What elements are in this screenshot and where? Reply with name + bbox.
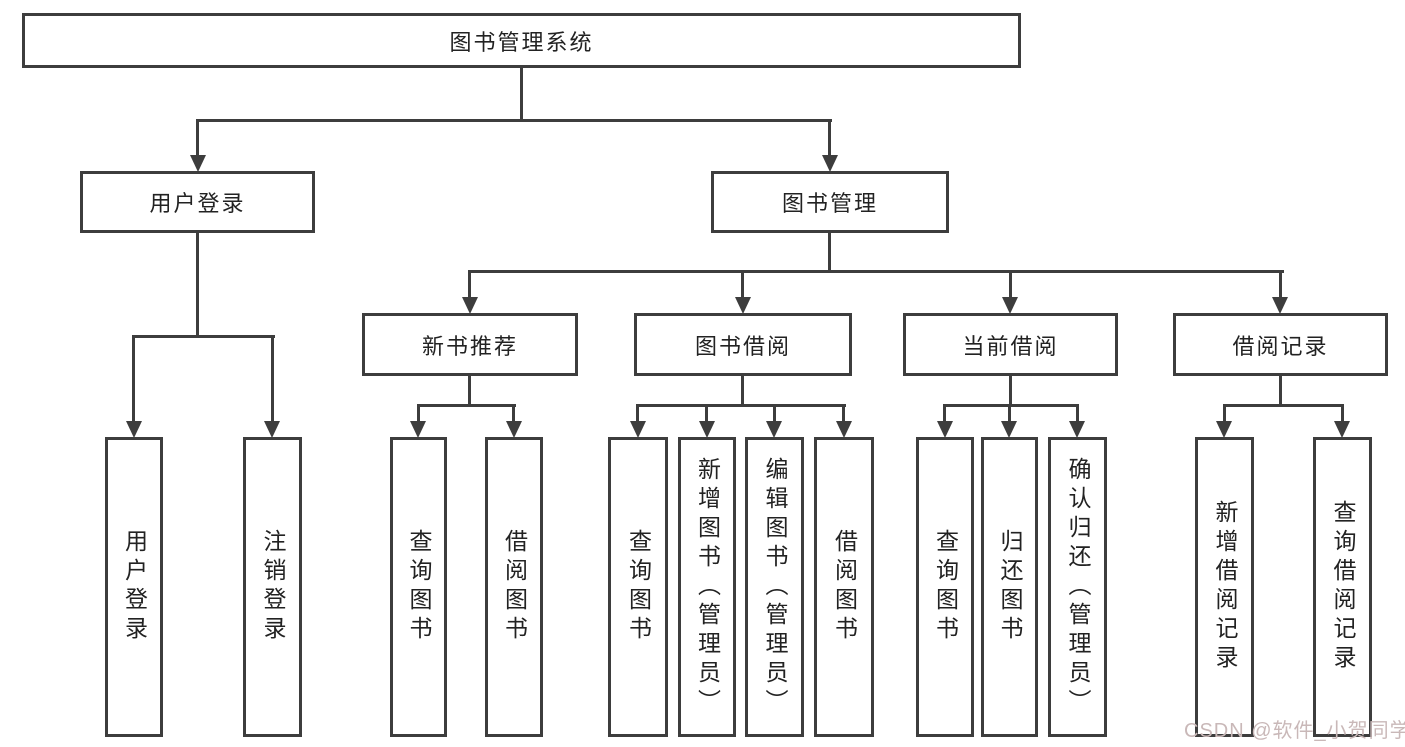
connector-vline: [196, 119, 199, 158]
connector-vline: [271, 335, 274, 422]
leaf-query-books-borrow: 查询图书: [608, 437, 668, 737]
csdn-watermark: CSDN @软件_小贺同学: [1184, 720, 1405, 742]
node-root-label: 图书管理系统: [449, 29, 594, 55]
connector-vline: [705, 404, 708, 422]
connector-hline: [943, 404, 1079, 407]
arrowhead-down-icon: [126, 421, 142, 438]
connector-vline: [417, 404, 420, 422]
connector-vline: [520, 68, 523, 122]
leaf-add-borrow-record-label: 新增借阅记录: [1212, 500, 1238, 674]
connector-vline: [1279, 375, 1282, 407]
leaf-borrow-books-label: 借阅图书: [831, 529, 858, 645]
node-book-management: 图书管理: [711, 171, 949, 233]
connector-vline: [828, 233, 831, 273]
connector-hline: [469, 270, 1284, 273]
node-borrow-record-label: 借阅记录: [1232, 333, 1329, 359]
node-borrow-record: 借阅记录: [1173, 313, 1388, 376]
arrowhead-down-icon: [766, 421, 782, 438]
connector-vline: [132, 335, 135, 422]
leaf-query-books-borrow-label: 查询图书: [625, 529, 652, 645]
arrowhead-down-icon: [1002, 297, 1018, 314]
connector-hline: [132, 335, 275, 338]
node-current-borrow: 当前借阅: [903, 313, 1118, 376]
leaf-return-books: 归还图书: [981, 437, 1038, 737]
connector-vline: [468, 375, 471, 407]
node-current-borrow-label: 当前借阅: [962, 333, 1059, 359]
node-book-borrow-label: 图书借阅: [694, 333, 791, 359]
connector-hline: [636, 404, 846, 407]
arrowhead-down-icon: [822, 155, 838, 172]
arrowhead-down-icon: [630, 421, 646, 438]
leaf-borrow-books-recommend-label: 借阅图书: [501, 529, 528, 645]
arrowhead-down-icon: [1216, 421, 1232, 438]
leaf-edit-books-admin-label: 编辑图书（管理员）: [762, 456, 788, 718]
connector-vline: [512, 404, 515, 422]
leaf-logout-label: 注销登录: [260, 529, 286, 645]
connector-hline: [196, 119, 832, 122]
leaf-add-books-admin-label: 新增图书（管理员）: [694, 456, 721, 718]
arrowhead-down-icon: [462, 297, 478, 314]
leaf-user-login: 用户登录: [105, 437, 163, 737]
leaf-confirm-return-admin-label: 确认归还（管理员）: [1065, 456, 1091, 718]
arrowhead-down-icon: [1001, 421, 1017, 438]
leaf-query-books-recommend-label: 查询图书: [406, 529, 432, 645]
leaf-user-login-label: 用户登录: [121, 529, 148, 645]
node-book-borrow: 图书借阅: [634, 313, 852, 376]
connector-vline: [196, 233, 199, 338]
node-root: 图书管理系统: [22, 13, 1021, 68]
leaf-add-borrow-record: 新增借阅记录: [1195, 437, 1254, 737]
arrowhead-down-icon: [506, 421, 522, 438]
arrowhead-down-icon: [410, 421, 426, 438]
arrowhead-down-icon: [1334, 421, 1350, 438]
connector-hline: [1223, 404, 1344, 407]
leaf-borrow-books: 借阅图书: [814, 437, 874, 737]
arrowhead-down-icon: [190, 155, 206, 172]
connector-vline: [468, 270, 471, 298]
connector-vline: [1009, 375, 1012, 407]
leaf-add-books-admin: 新增图书（管理员）: [678, 437, 736, 737]
connector-vline: [741, 375, 744, 407]
arrowhead-down-icon: [937, 421, 953, 438]
leaf-query-books-current-label: 查询图书: [932, 529, 959, 645]
leaf-query-borrow-record: 查询借阅记录: [1313, 437, 1372, 737]
node-user-login: 用户登录: [80, 171, 315, 233]
leaf-query-borrow-record-label: 查询借阅记录: [1330, 500, 1356, 674]
connector-vline: [943, 404, 946, 422]
connector-vline: [1076, 404, 1079, 422]
connector-vline: [1009, 270, 1012, 298]
connector-vline: [1279, 270, 1282, 298]
leaf-query-books-current: 查询图书: [916, 437, 974, 737]
connector-vline: [828, 119, 831, 158]
arrowhead-down-icon: [735, 297, 751, 314]
arrowhead-down-icon: [1272, 297, 1288, 314]
arrowhead-down-icon: [836, 421, 852, 438]
arrowhead-down-icon: [699, 421, 715, 438]
leaf-query-books-recommend: 查询图书: [390, 437, 447, 737]
connector-hline: [417, 404, 516, 407]
node-new-book-recommend: 新书推荐: [362, 313, 578, 376]
arrowhead-down-icon: [1069, 421, 1085, 438]
connector-vline: [842, 404, 845, 422]
arrowhead-down-icon: [264, 421, 280, 438]
leaf-return-books-label: 归还图书: [997, 529, 1023, 645]
node-user-login-label: 用户登录: [149, 191, 246, 216]
connector-vline: [636, 404, 639, 422]
leaf-confirm-return-admin: 确认归还（管理员）: [1048, 437, 1107, 737]
leaf-borrow-books-recommend: 借阅图书: [485, 437, 543, 737]
connector-vline: [1223, 404, 1226, 422]
connector-vline: [1341, 404, 1344, 422]
connector-vline: [741, 270, 744, 298]
node-new-book-recommend-label: 新书推荐: [421, 333, 518, 359]
connector-vline: [1008, 404, 1011, 422]
connector-vline: [773, 404, 776, 422]
node-book-management-label: 图书管理: [781, 191, 878, 216]
leaf-edit-books-admin: 编辑图书（管理员）: [745, 437, 804, 737]
leaf-logout: 注销登录: [243, 437, 302, 737]
